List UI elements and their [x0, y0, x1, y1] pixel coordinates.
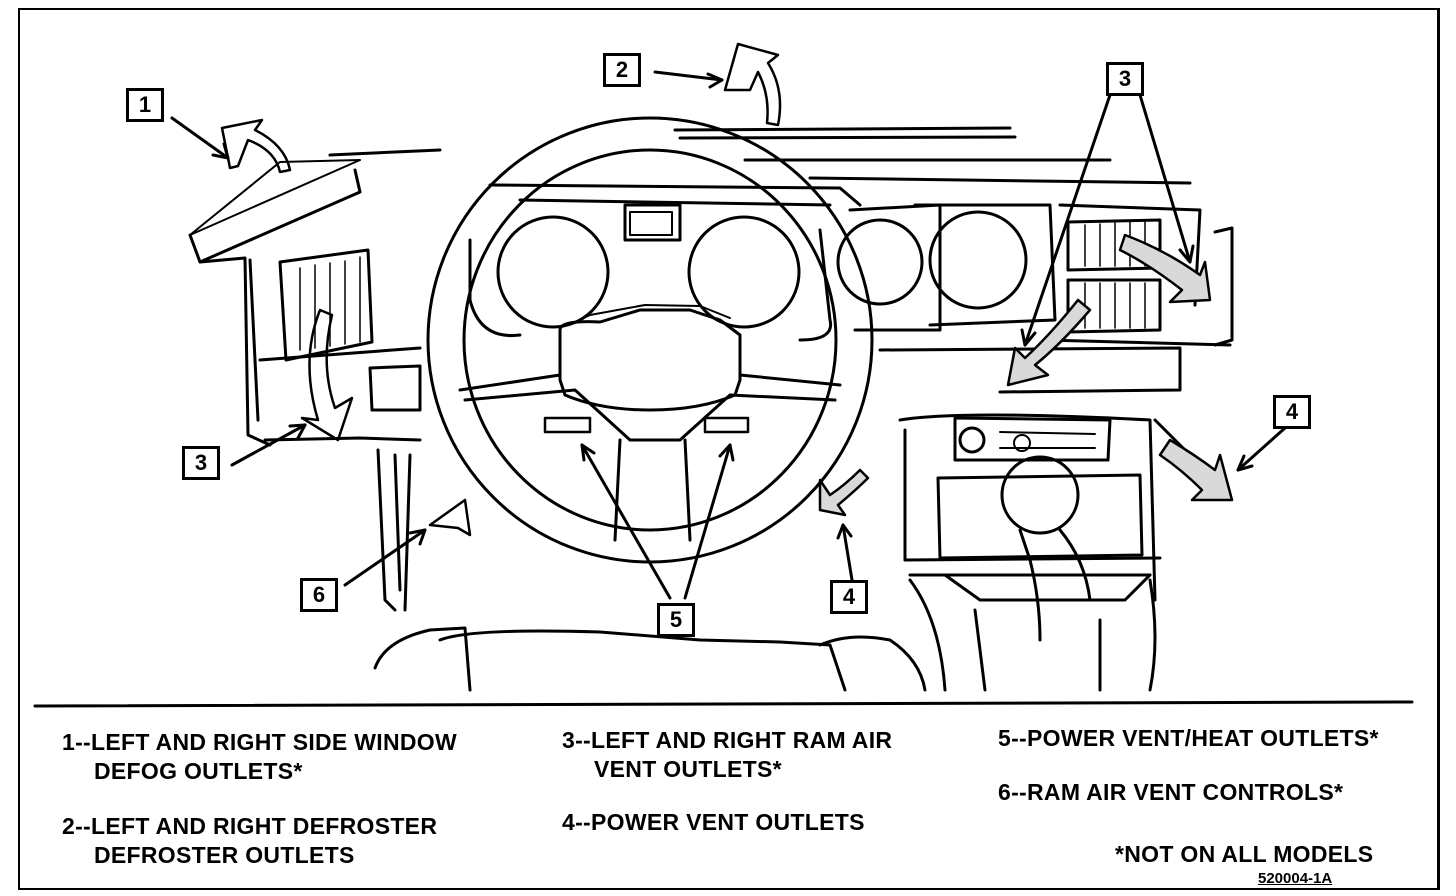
legend-item-1-line1: 1--LEFT AND RIGHT SIDE WINDOW: [62, 729, 457, 755]
callout-4-left: 4: [830, 580, 868, 614]
legend-item-1: 1--LEFT AND RIGHT SIDE WINDOW DEFOG OUTL…: [62, 728, 457, 786]
leader-arrows: [170, 70, 1287, 600]
callout-2: 2: [603, 53, 641, 87]
callout-6: 6: [300, 578, 338, 612]
seats: [373, 626, 927, 692]
legend-item-3: 3--LEFT AND RIGHT RAM AIR VENT OUTLETS*: [562, 726, 892, 784]
legend-divider: [33, 700, 1414, 708]
legend-item-2-line1: 2--LEFT AND RIGHT DEFROSTER: [62, 813, 438, 839]
legend-item-3-line1: 3--LEFT AND RIGHT RAM AIR: [562, 727, 893, 753]
legend-item-2: 2--LEFT AND RIGHT DEFROSTER DEFROSTER OU…: [62, 812, 437, 870]
legend-item-2-line2: DEFROSTER OUTLETS: [94, 842, 355, 868]
callout-3-left: 3: [182, 446, 220, 480]
windshield-lines: [673, 126, 1192, 185]
callout-1: 1: [126, 88, 164, 122]
diagram-frame: [18, 8, 1440, 890]
callout-5: 5: [657, 603, 695, 637]
legend-item-5: 5--POWER VENT/HEAT OUTLETS*: [998, 725, 1379, 751]
airflow-arrows: [220, 42, 1234, 537]
dashboard-outline: [188, 148, 1234, 692]
callout-3-right: 3: [1106, 62, 1144, 96]
legend-item-1-line2: DEFOG OUTLETS*: [94, 758, 303, 784]
legend-item-3-line2: VENT OUTLETS*: [594, 756, 782, 782]
legend-item-6: 6--RAM AIR VENT CONTROLS*: [998, 779, 1344, 805]
legend-item-4: 4--POWER VENT OUTLETS: [562, 809, 865, 835]
legend-note: *NOT ON ALL MODELS: [1115, 841, 1374, 867]
callout-4-right: 4: [1273, 395, 1311, 429]
figure-id: 520004-1A: [1258, 870, 1333, 887]
